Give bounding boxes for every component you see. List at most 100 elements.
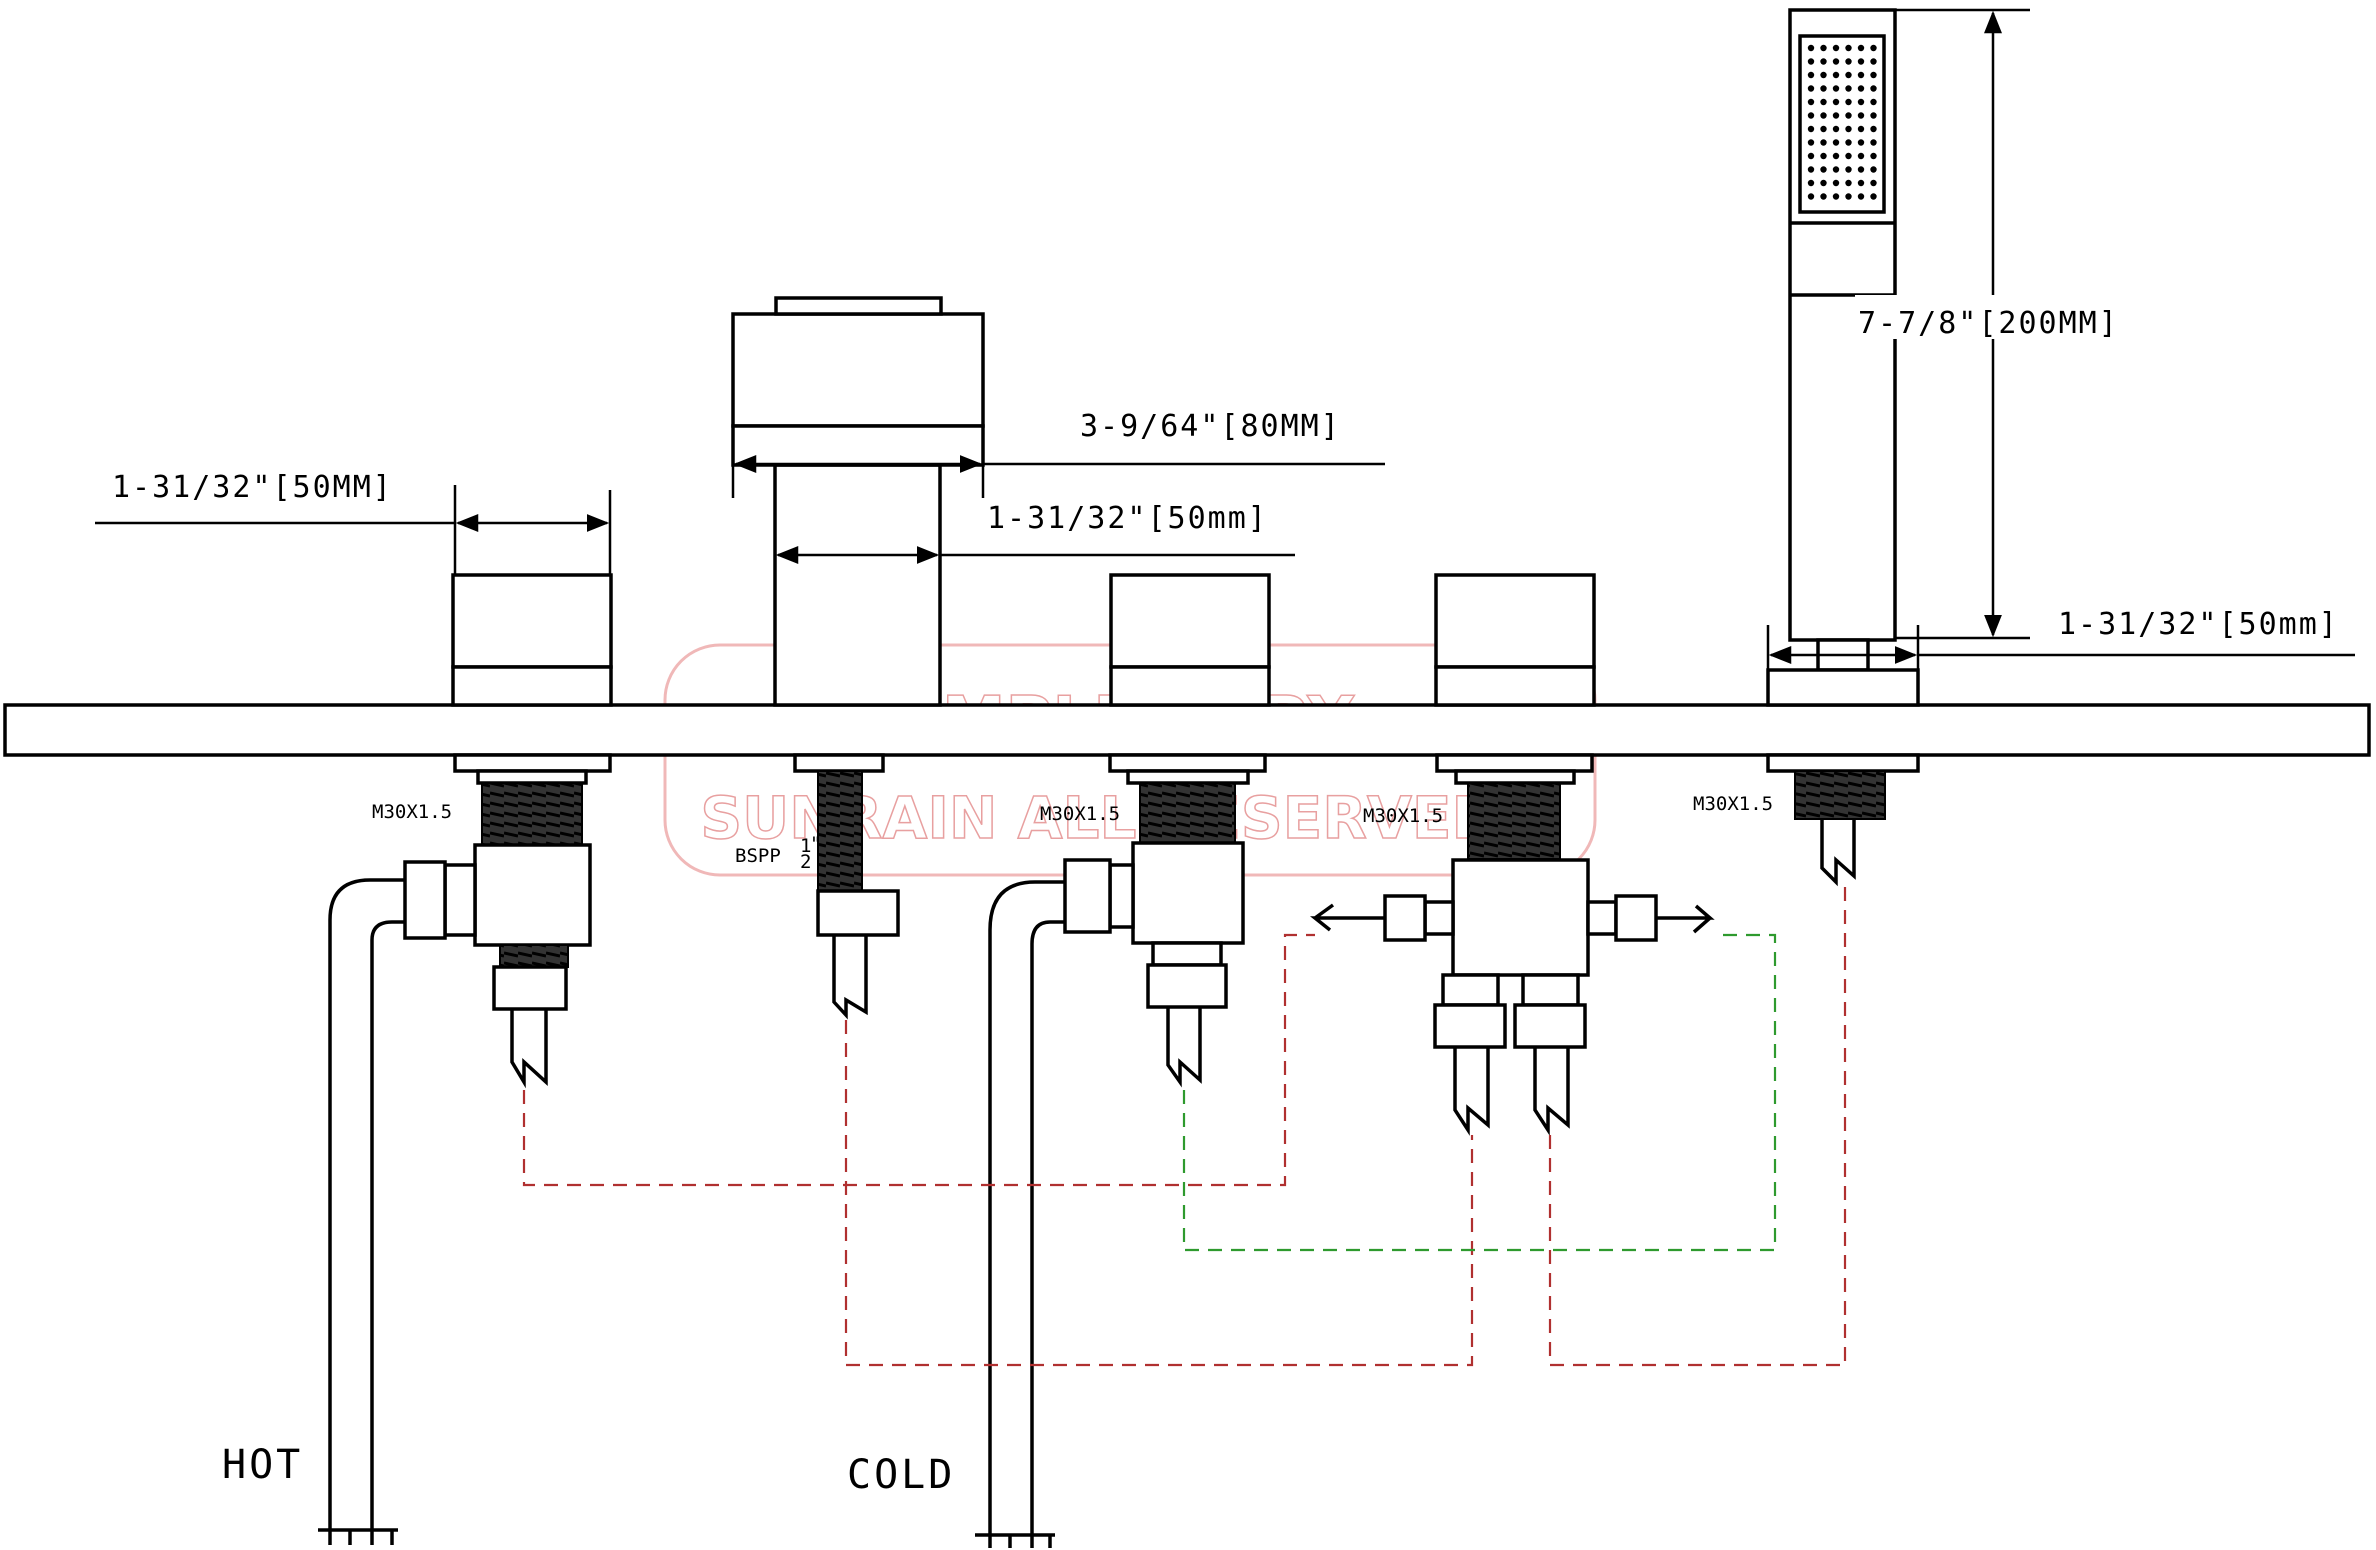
svg-text:2: 2	[800, 851, 811, 873]
spray-nozzle	[1870, 152, 1877, 160]
spray-nozzle	[1807, 71, 1815, 79]
spray-nozzle	[1857, 152, 1865, 160]
center-handle-1	[1109, 573, 1271, 707]
spray-nozzle	[1820, 112, 1827, 119]
spray-nozzle	[1832, 98, 1840, 106]
spray-nozzle	[1807, 193, 1815, 200]
hot-supply-pipe	[318, 878, 405, 1545]
spray-nozzle	[1832, 166, 1840, 173]
spray-nozzle	[1845, 112, 1852, 119]
hand-shower	[1766, 8, 1920, 707]
spray-nozzle	[1832, 85, 1840, 92]
spray-nozzle	[1832, 152, 1840, 160]
spray-nozzle	[1870, 58, 1877, 65]
svg-text:": "	[810, 833, 821, 855]
spray-nozzle	[1857, 71, 1865, 79]
spray-nozzle-grid	[1807, 44, 1877, 200]
cold-supply-pipe	[975, 880, 1065, 1548]
spray-nozzle	[1832, 139, 1840, 146]
spray-nozzle	[1857, 179, 1865, 187]
spray-nozzle	[1820, 85, 1827, 92]
spray-nozzle	[1820, 71, 1827, 79]
spray-nozzle	[1820, 44, 1827, 52]
spray-nozzle	[1857, 58, 1865, 65]
left-valve-body	[403, 753, 612, 1089]
spray-nozzle	[1807, 166, 1815, 173]
cold-label: COLD	[847, 1452, 955, 1498]
spray-face	[1798, 34, 1886, 214]
spray-nozzle	[1832, 125, 1840, 133]
hose-lines	[522, 885, 1847, 1367]
hot-label: HOT	[222, 1442, 303, 1488]
svg-text:1: 1	[800, 835, 811, 857]
spray-nozzle	[1870, 44, 1877, 52]
spray-nozzle	[1832, 193, 1840, 200]
dim-handshower-base: 1-31/32"[50mm]	[1766, 607, 2355, 670]
thread-label-middle: M30X1.5	[1040, 803, 1120, 825]
spray-nozzle	[1857, 139, 1865, 146]
spray-nozzle	[1807, 179, 1815, 187]
spray-nozzle	[1845, 139, 1852, 146]
spray-nozzle	[1820, 139, 1827, 146]
spray-nozzle	[1857, 166, 1865, 173]
spray-nozzle	[1820, 58, 1827, 65]
dim-spout-neck: 1-31/32"[50mm]	[775, 501, 1295, 564]
left-hot-handle	[451, 573, 613, 707]
spray-nozzle	[1857, 98, 1865, 106]
spray-nozzle	[1870, 112, 1877, 119]
spray-nozzle	[1870, 139, 1877, 146]
spray-nozzle	[1820, 193, 1827, 200]
spray-nozzle	[1845, 125, 1852, 133]
spray-nozzle	[1807, 58, 1815, 65]
spray-nozzle	[1807, 139, 1815, 146]
spray-nozzle	[1870, 71, 1877, 79]
spray-nozzle	[1820, 166, 1827, 173]
spray-nozzle	[1832, 71, 1840, 79]
dim-handshower-length: 7-7/8"[200MM]	[1855, 8, 2140, 640]
thread-label-spout: BSPP 1 2 "	[735, 833, 821, 873]
spray-nozzle	[1845, 179, 1852, 187]
spray-nozzle	[1845, 85, 1852, 92]
spray-nozzle	[1820, 152, 1827, 160]
spray-nozzle	[1832, 112, 1840, 119]
spray-nozzle	[1845, 44, 1852, 52]
spray-nozzle	[1845, 152, 1852, 160]
spray-nozzle	[1832, 58, 1840, 65]
spray-nozzle	[1845, 58, 1852, 65]
spray-nozzle	[1807, 98, 1815, 106]
spray-nozzle	[1807, 112, 1815, 119]
spray-nozzle	[1870, 179, 1877, 187]
dim-spout-length-label: 3-9/64"[80MM]	[1080, 409, 1341, 444]
spray-nozzle	[1820, 125, 1827, 133]
dim-left-handle: 1-31/32"[50MM]	[95, 470, 612, 575]
svg-text:BSPP: BSPP	[735, 845, 781, 867]
thread-label-left: M30X1.5	[372, 801, 452, 823]
spray-nozzle	[1820, 179, 1827, 187]
spray-nozzle	[1807, 44, 1815, 52]
dim-handshower-length-label: 7-7/8"[200MM]	[1858, 306, 2119, 341]
spray-nozzle	[1820, 98, 1827, 106]
spray-nozzle	[1832, 44, 1840, 52]
dim-handshower-base-label: 1-31/32"[50mm]	[2058, 607, 2339, 642]
spray-nozzle	[1870, 166, 1877, 173]
thread-label-diverter: M30X1.5	[1363, 805, 1443, 827]
spray-nozzle	[1857, 44, 1865, 52]
spout-shank	[793, 753, 900, 1020]
dim-spout-neck-label: 1-31/32"[50mm]	[987, 501, 1268, 536]
diverter-valve-body	[1310, 753, 1715, 1136]
deck-plate	[3, 703, 2371, 757]
spray-nozzle	[1845, 98, 1852, 106]
spray-nozzle	[1857, 112, 1865, 119]
dim-spout-length: 3-9/64"[80MM]	[731, 409, 1385, 498]
dim-left-handle-label: 1-31/32"[50MM]	[112, 470, 393, 505]
spray-nozzle	[1807, 125, 1815, 133]
spray-nozzle	[1870, 85, 1877, 92]
spray-nozzle	[1870, 193, 1877, 200]
spray-nozzle	[1857, 125, 1865, 133]
spray-nozzle	[1832, 179, 1840, 187]
spray-nozzle	[1807, 152, 1815, 160]
spray-nozzle	[1857, 193, 1865, 200]
thread-label-handshower: M30X1.5	[1693, 793, 1773, 815]
spray-nozzle	[1870, 98, 1877, 106]
